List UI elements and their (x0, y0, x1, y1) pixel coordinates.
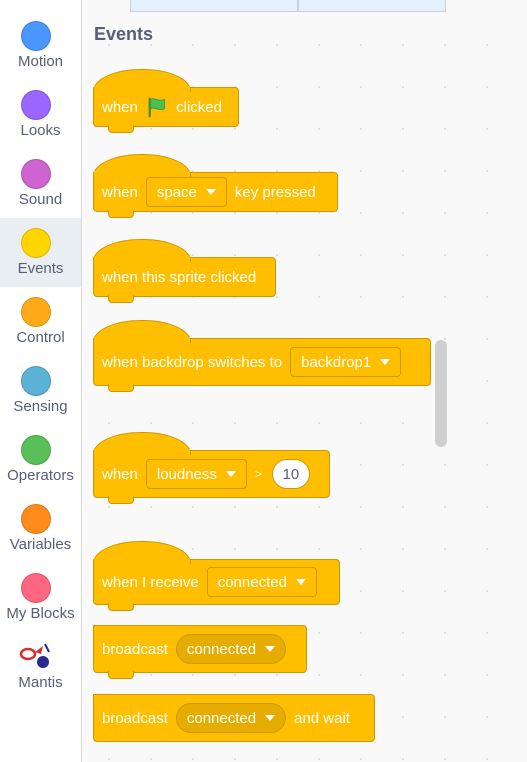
notch-fill (109, 603, 131, 606)
hat-cap-fill (94, 337, 190, 343)
category-label: Control (16, 329, 65, 346)
greater-than-operator: > (254, 467, 262, 481)
dropdown-value: connected (186, 709, 257, 727)
when-flag-clicked-block[interactable]: when clicked (93, 69, 239, 133)
tab[interactable] (130, 0, 298, 12)
dropdown-value: backdrop1 (301, 353, 372, 371)
block-text: when (102, 98, 138, 116)
notch-fill (109, 210, 131, 213)
block-text: when (102, 465, 138, 483)
my-blocks-category-icon (21, 573, 51, 603)
looks-category-icon (21, 90, 51, 120)
chevron-down-icon (380, 359, 391, 365)
category-my-blocks[interactable]: My Blocks (0, 568, 81, 637)
notch-fill (109, 496, 131, 499)
category-label: Variables (9, 536, 72, 553)
palette-scrollbar[interactable] (435, 340, 447, 447)
block-text: and wait (294, 709, 350, 727)
chevron-down-icon (225, 471, 236, 477)
notch (108, 295, 134, 303)
notch (108, 210, 134, 218)
dropdown-value: space (156, 183, 197, 201)
hat-cap-fill (94, 449, 190, 455)
notch (108, 496, 134, 504)
category-motion[interactable]: Motion (0, 16, 81, 85)
category-sound[interactable]: Sound (0, 154, 81, 223)
backdrop-dropdown[interactable]: backdrop1 (290, 347, 402, 377)
block-text: clicked (176, 98, 222, 116)
notch (108, 671, 134, 679)
message-dropdown[interactable]: connected (175, 634, 287, 664)
category-mantis[interactable]: Mantis (0, 637, 81, 706)
events-category-icon (21, 228, 51, 258)
tab-strip (82, 0, 527, 12)
dropdown-value: connected (186, 640, 257, 658)
mantis-extension-icon (19, 643, 50, 668)
message-dropdown[interactable]: connected (175, 703, 287, 733)
category-control[interactable]: Control (0, 292, 81, 361)
key-dropdown[interactable]: space (145, 177, 227, 207)
notch (108, 384, 134, 392)
block-text: when (102, 183, 138, 201)
category-label: Events (17, 260, 64, 277)
variables-category-icon (21, 504, 51, 534)
notch-fill (109, 384, 131, 387)
operators-category-icon (21, 435, 51, 465)
category-label: My Blocks (6, 605, 75, 622)
notch-fill (109, 671, 131, 674)
green-flag-icon (148, 97, 165, 118)
broadcast-block[interactable]: broadcast connected (93, 625, 307, 679)
category-label: Looks (20, 122, 61, 139)
block-text: broadcast (102, 640, 168, 658)
category-label: Sensing (13, 398, 68, 415)
chevron-down-icon (265, 715, 276, 721)
sensing-category-icon (21, 366, 51, 396)
chevron-down-icon (205, 189, 216, 195)
notch-fill (109, 295, 131, 298)
block-text: key pressed (234, 183, 316, 201)
category-label: Motion (17, 53, 64, 70)
dropdown-value: loudness (156, 465, 217, 483)
dropdown-value: connected (217, 573, 287, 591)
category-operators[interactable]: Operators (0, 430, 81, 499)
notch-fill (109, 125, 131, 128)
hat-cap-fill (94, 256, 190, 262)
when-i-receive-block[interactable]: when I receive connected (93, 541, 340, 611)
message-dropdown[interactable]: connected (206, 567, 317, 597)
category-label: Sound (18, 191, 63, 208)
control-category-icon (21, 297, 51, 327)
chevron-down-icon (265, 646, 276, 652)
category-label: Mantis (18, 674, 63, 691)
block-text: when backdrop switches to (102, 353, 283, 371)
category-events[interactable]: Events (0, 218, 81, 287)
hat-cap-fill (94, 558, 190, 564)
category-variables[interactable]: Variables (0, 499, 81, 568)
notch (108, 125, 134, 133)
chevron-down-icon (295, 579, 306, 585)
hat-cap-fill (94, 171, 190, 177)
block-text: broadcast (102, 709, 168, 727)
category-menu: Motion Looks Sound Events Control Sensin… (0, 0, 82, 762)
tab[interactable] (298, 0, 446, 12)
block-text: when I receive (102, 573, 199, 591)
category-label: Operators (7, 467, 74, 484)
sound-category-icon (21, 159, 51, 189)
when-key-pressed-block[interactable]: when space key pressed (93, 154, 338, 218)
palette-title: Events (94, 24, 154, 44)
block-text: when this sprite clicked (102, 268, 257, 286)
category-looks[interactable]: Looks (0, 85, 81, 154)
notch (108, 603, 134, 611)
hat-cap-fill (94, 86, 190, 92)
motion-category-icon (21, 21, 51, 51)
when-backdrop-switches-block[interactable]: when backdrop switches to backdrop1 (93, 320, 431, 392)
broadcast-and-wait-block[interactable]: broadcast connected and wait (93, 694, 375, 742)
sensor-dropdown[interactable]: loudness (145, 459, 247, 489)
threshold-input[interactable]: 10 (271, 459, 310, 489)
category-sensing[interactable]: Sensing (0, 361, 81, 430)
when-loudness-block[interactable]: when loudness > 10 (93, 432, 330, 504)
when-sprite-clicked-block[interactable]: when this sprite clicked (93, 239, 276, 303)
